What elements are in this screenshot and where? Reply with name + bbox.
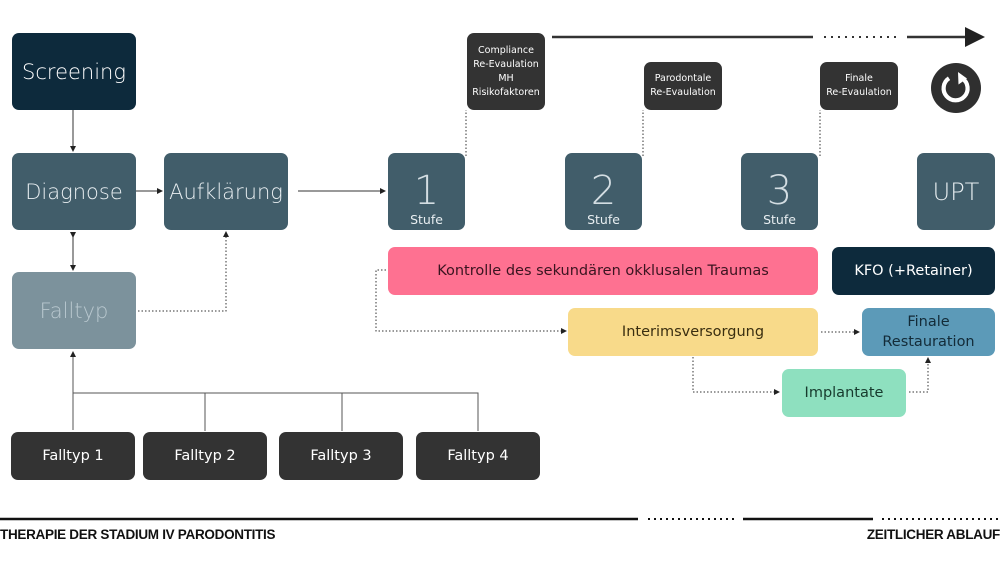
stufe-3-number: 3 [766,168,793,214]
implantate-box: Implantate [782,369,906,417]
screening-box: Screening [12,33,136,110]
kfo-label: KFO (+Retainer) [854,263,973,279]
diagnose-label: Diagnose [25,179,123,204]
falltyp-4-label: Falltyp 4 [447,448,509,464]
falltyp-2-label: Falltyp 2 [174,448,236,464]
falltyp-3-box: Falltyp 3 [279,432,403,480]
interimsversorgung-label: Interimsversorgung [621,324,765,340]
evaluation-1-line-3: MH [498,72,514,84]
diagnose-box: Diagnose [12,153,136,230]
stufe-2-box: 2 Stufe [565,153,642,230]
dotted-interims-implantate [692,357,780,395]
falltyp-3-label: Falltyp 3 [310,448,372,464]
footer-right-title: ZEITLICHER ABLAUF [866,527,1000,542]
stufe-3-label: Stufe [763,212,796,227]
implantate-label: Implantate [804,385,884,401]
kontrolle-label: Kontrolle des sekundären okklusalen Trau… [437,263,769,279]
aufklaerung-box: Aufklärung [164,153,288,230]
falltyp-box: Falltyp [12,272,136,349]
evaluation-3-line-2: Re-Evaulation [826,87,892,98]
screening-label: Screening [22,59,126,84]
finale-restauration-box: Finale Restauration [862,308,995,356]
falltyp-1-box: Falltyp 1 [11,432,135,480]
footer-left-title: THERAPIE DER STADIUM IV PARODONTITIS [0,527,276,542]
kfo-box: KFO (+Retainer) [832,247,995,295]
dotted-implantate-finale [909,357,931,393]
stufe-1-box: 1 Stufe [388,153,465,230]
falltyp-4-box: Falltyp 4 [416,432,540,480]
evaluation-2-line-1: Parodontale [654,73,712,84]
evaluation-3-line-1: Finale [845,73,873,84]
stufe-2-label: Stufe [587,212,620,227]
upt-label: UPT [932,177,980,206]
kontrolle-box: Kontrolle des sekundären okklusalen Trau… [388,247,818,295]
refresh-icon [931,63,981,113]
evaluation-2-line-2: Re-Evaulation [650,87,716,98]
dotted-falltyp-aufklaerung [138,231,229,312]
falltyp-1-label: Falltyp 1 [42,448,104,464]
stufe-2-number: 2 [590,168,617,214]
stufe-3-box: 3 Stufe [741,153,818,230]
evaluation-1-line-4: Risikofaktoren [472,86,540,98]
evaluation-3-box: Finale Re-Evaulation [820,62,898,110]
evaluation-1-line-2: Re-Evaulation [473,58,539,70]
interimsversorgung-box: Interimsversorgung [568,308,818,356]
stufe-1-label: Stufe [410,212,443,227]
upt-box: UPT [917,153,995,230]
aufklaerung-label: Aufklärung [169,179,283,204]
evaluation-1-line-1: Compliance [478,44,534,56]
evaluation-2-box: Parodontale Re-Evaulation [644,62,722,110]
falltyp-2-box: Falltyp 2 [143,432,267,480]
falltyp-label: Falltyp [39,298,109,323]
evaluation-1-box: Compliance Re-Evaulation MH Risikofaktor… [467,33,545,110]
finale-restauration-line-2: Restauration [882,334,975,350]
tree-connector [73,392,479,431]
dotted-kontrolle-interims [375,269,567,334]
finale-restauration-line-1: Finale [907,314,950,330]
stufe-1-number: 1 [413,168,440,214]
